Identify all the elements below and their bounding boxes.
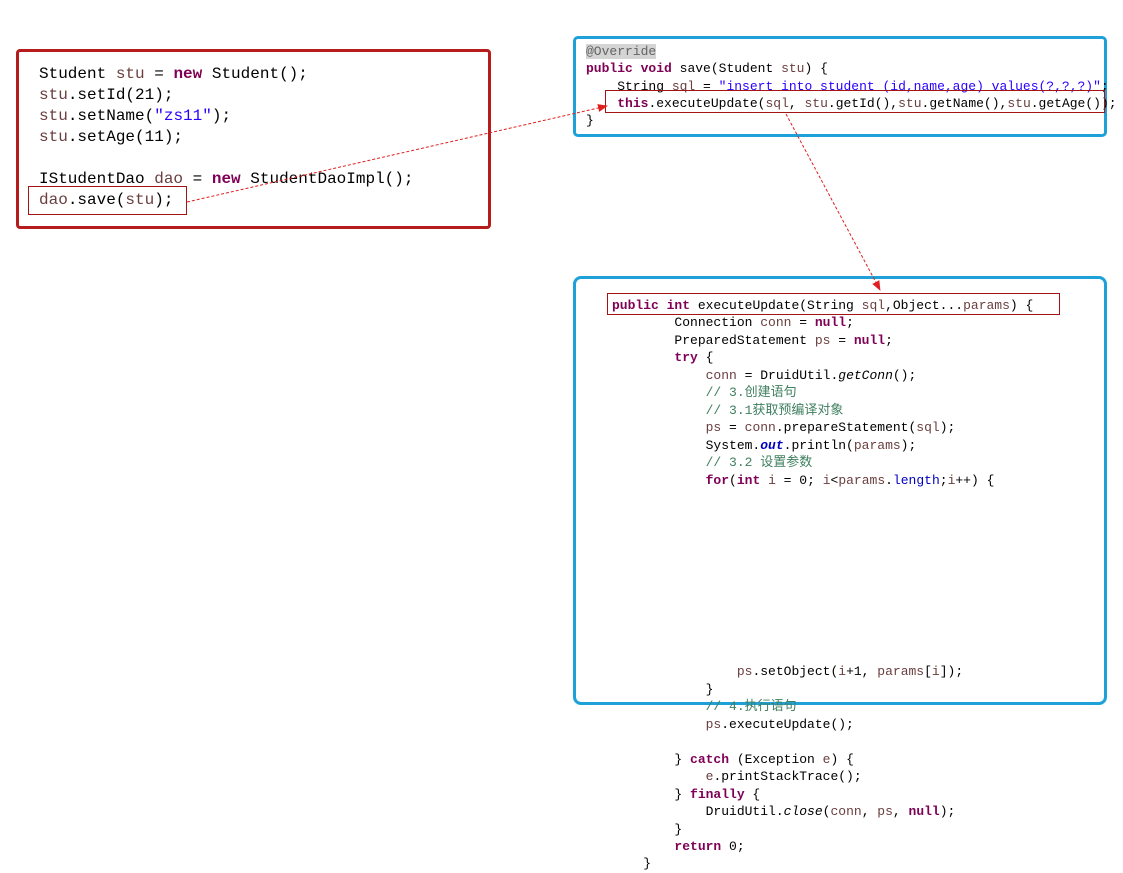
code-line: stu.setName("zs11"); bbox=[39, 107, 232, 125]
code-line: return 0; bbox=[674, 838, 745, 854]
code-comment: // 3.1获取预编译对象 bbox=[612, 402, 844, 418]
code-line-execute-call: this.executeUpdate(sql, stu.getId(),stu.… bbox=[617, 95, 1117, 111]
code-line: } finally { bbox=[612, 786, 761, 802]
code-line: Connection conn = null; bbox=[612, 315, 854, 331]
code-line: ps = conn.prepareStatement(sql); bbox=[705, 420, 956, 436]
caller-code-panel: Student stu = new Student(); stu.setId(21… bbox=[16, 49, 491, 229]
code-line: e.printStackTrace(); bbox=[705, 769, 862, 785]
code-line: stu.setAge(11); bbox=[39, 128, 184, 146]
code-line: conn = DruidUtil.getConn(); bbox=[705, 367, 917, 383]
code-line: String sql = "insert into student (id,na… bbox=[586, 78, 1109, 94]
code-line: System.out.println(params); bbox=[612, 437, 917, 453]
call-flow-arrows bbox=[186, 104, 881, 291]
code-line: } bbox=[586, 113, 594, 129]
code-line: @Override bbox=[586, 44, 657, 59]
code-line: public void save(Student stu) { bbox=[586, 61, 828, 77]
code-line: } bbox=[612, 856, 652, 872]
code-comment: // 3.创建语句 bbox=[612, 385, 797, 401]
code-line: } bbox=[612, 821, 683, 837]
code-line: DruidUtil.close(conn, ps, null); bbox=[612, 804, 956, 820]
code-line: try { bbox=[674, 350, 714, 366]
code-line: Student stu = new Student(); bbox=[39, 65, 308, 83]
code-line: IStudentDao dao = new StudentDaoImpl(); bbox=[39, 170, 414, 188]
arrow-save-call bbox=[186, 104, 608, 203]
code-line: stu.setId(21); bbox=[39, 86, 174, 104]
code-line-signature: public int executeUpdate(String sql,Obje… bbox=[612, 298, 1034, 313]
code-line: ps.executeUpdate(); bbox=[705, 716, 854, 732]
code-comment: // 3.2 设置参数 bbox=[612, 455, 813, 471]
code-line: } bbox=[612, 681, 714, 697]
save-method-panel: @Override public void save(Student stu) {… bbox=[573, 36, 1117, 137]
arrow-execute-update-call bbox=[785, 113, 881, 291]
code-line-save-call: dao.save(stu); bbox=[39, 191, 174, 209]
code-line: } catch (Exception e) { bbox=[612, 751, 854, 767]
code-line: PreparedStatement ps = null; bbox=[612, 332, 893, 348]
code-line: ps.setObject(i+1, params[i]); bbox=[736, 664, 964, 680]
